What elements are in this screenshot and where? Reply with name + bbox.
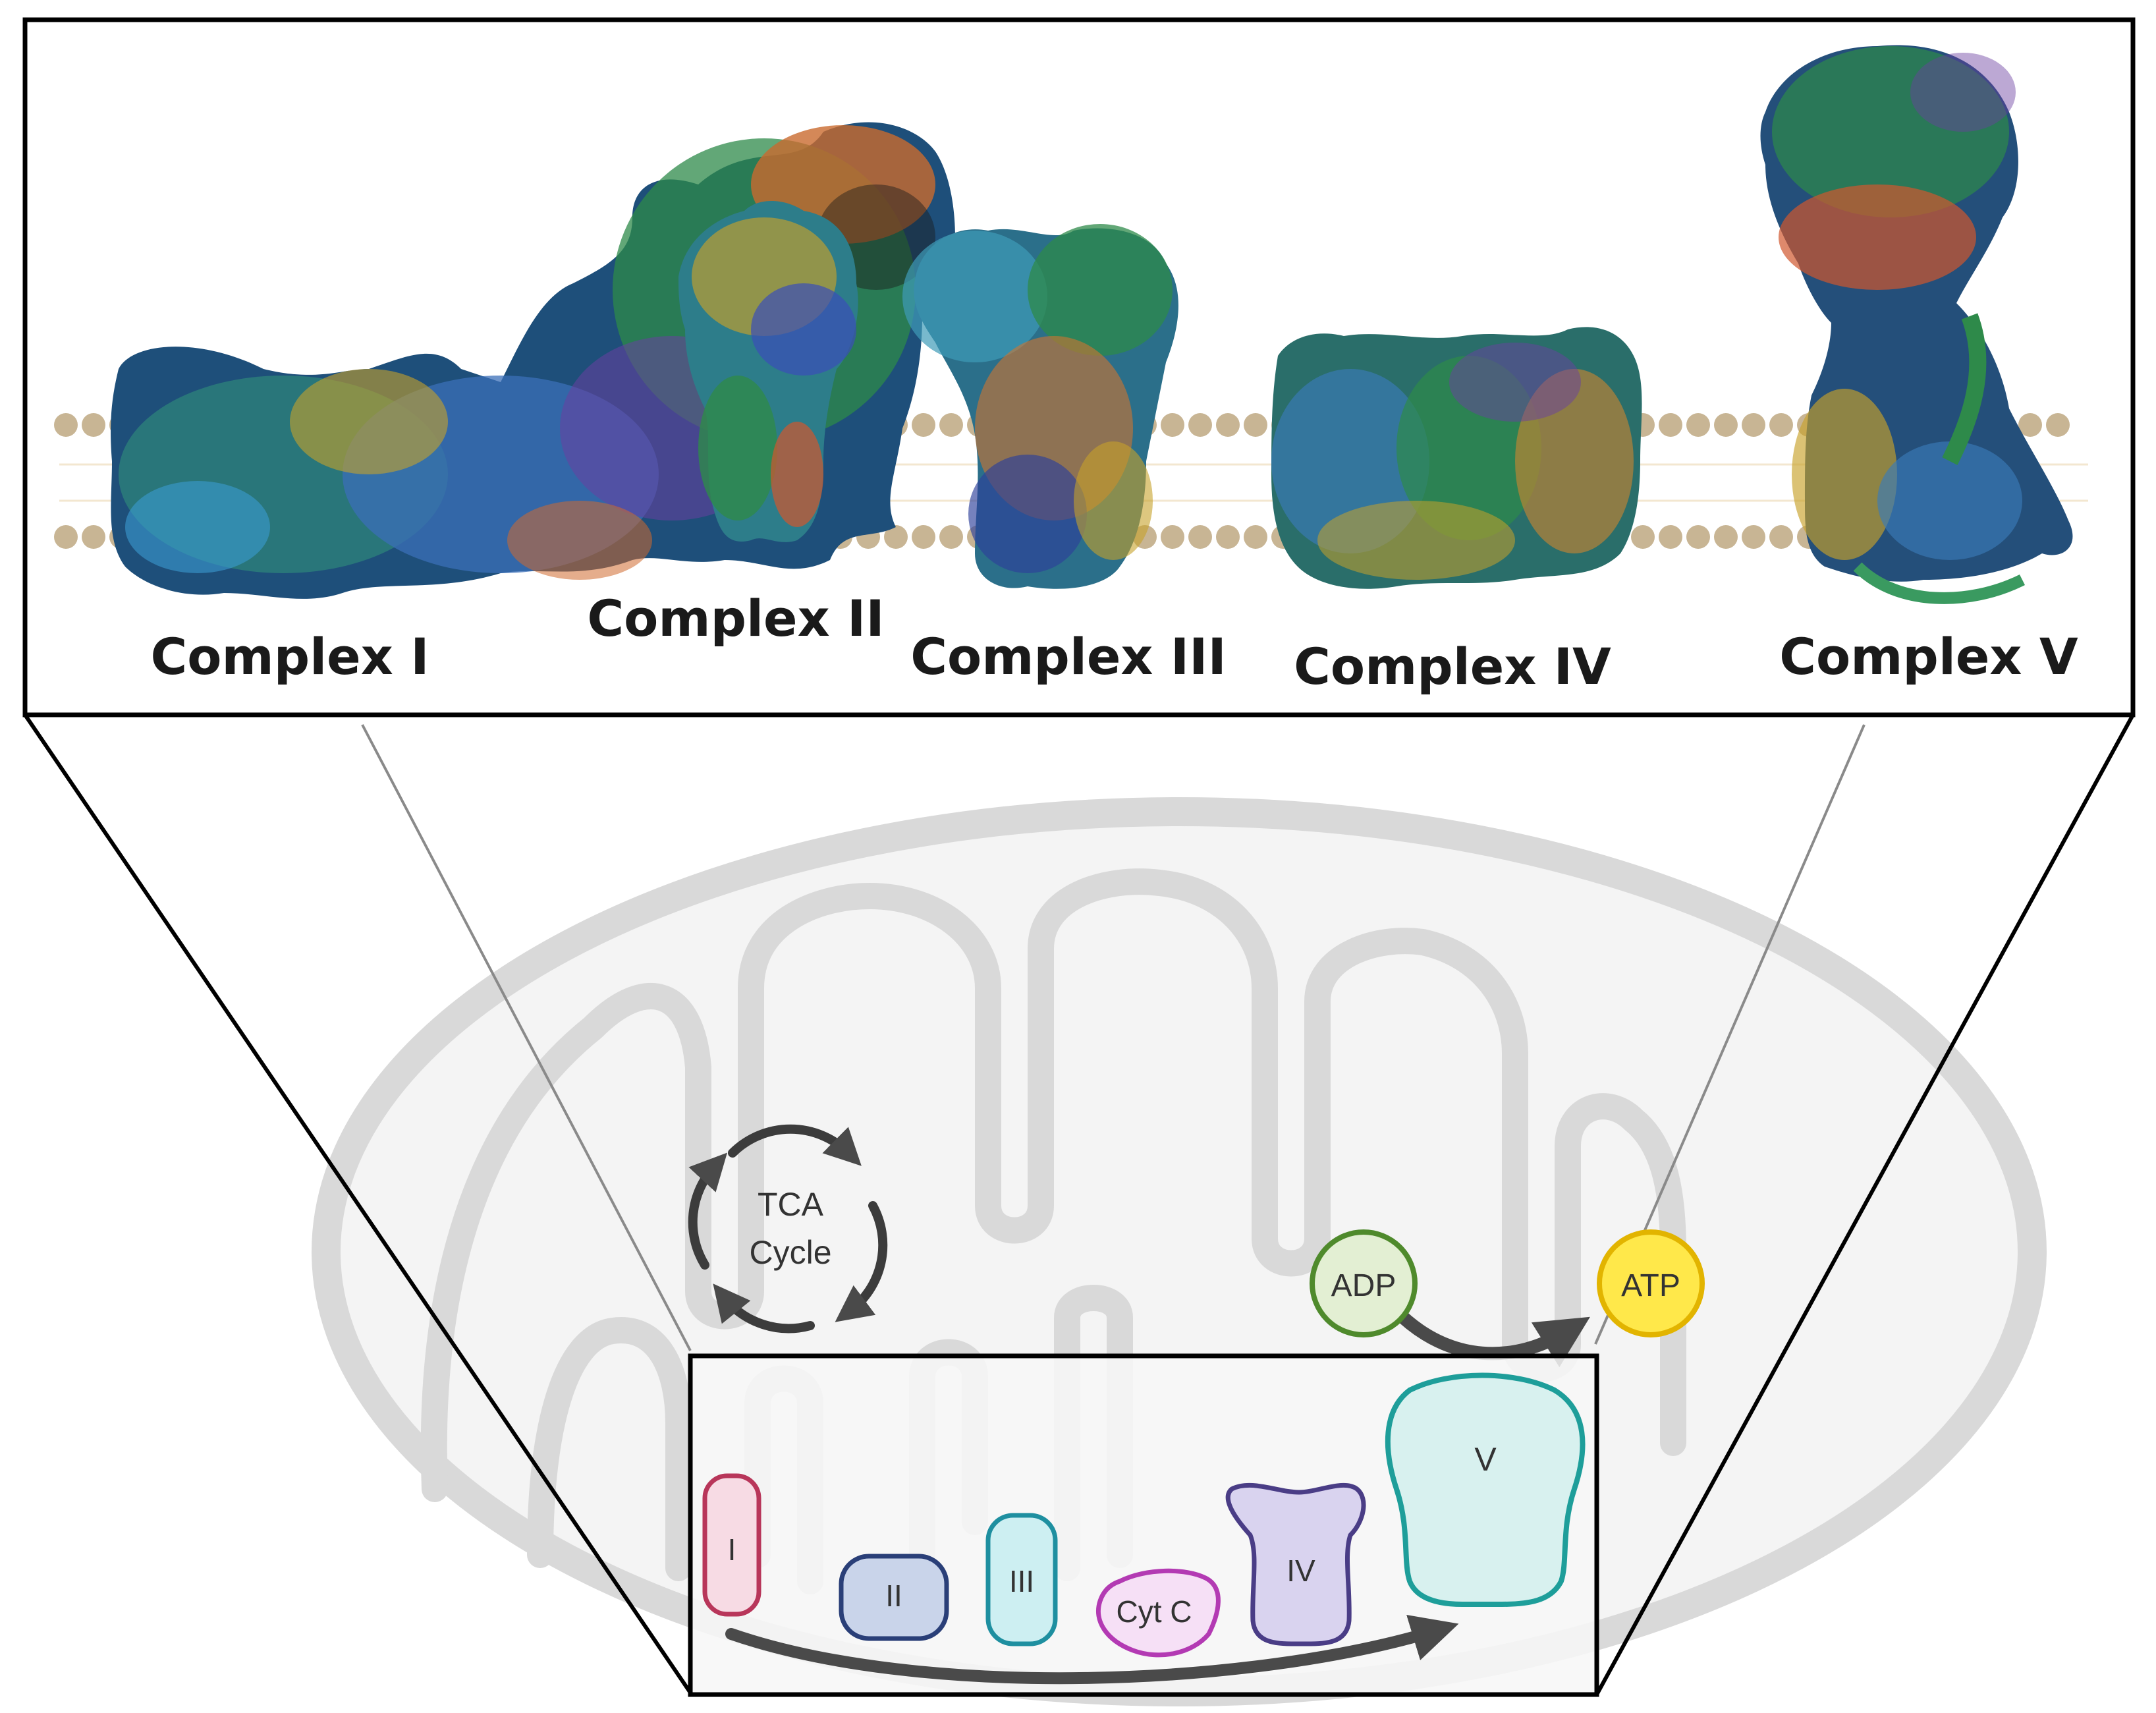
lipid-head xyxy=(1188,413,1212,437)
lipid-head xyxy=(82,525,105,549)
lipid-head xyxy=(1216,525,1240,549)
etc-cyt-c: Cyt C xyxy=(1095,1568,1221,1658)
adp-circle xyxy=(1310,1229,1418,1337)
lipid-head xyxy=(1188,525,1212,549)
lipid-head xyxy=(1631,525,1655,549)
etc-complex-iv: IV xyxy=(1225,1482,1366,1646)
tca-cycle: TCA Cycle xyxy=(688,1124,888,1334)
lipid-head xyxy=(1686,525,1710,549)
complex-iii-structure xyxy=(902,224,1178,589)
etc-complex-iv-label: IV xyxy=(1286,1554,1315,1588)
lipid-head xyxy=(1742,525,1765,549)
lipid-head xyxy=(1244,525,1267,549)
etc-complex-iii: III xyxy=(985,1513,1058,1646)
label-complex-v: Complex V xyxy=(1779,627,2078,686)
etc-complex-ii-label: II xyxy=(885,1579,902,1613)
lipid-head xyxy=(1216,413,1240,437)
etc-complex-iii-label: III xyxy=(1009,1564,1034,1598)
etc-complex-i-label: I xyxy=(728,1532,736,1567)
zoom-line-right-outer xyxy=(1595,714,2135,1696)
label-complex-ii: Complex II xyxy=(587,589,884,648)
etc-complex-v: V xyxy=(1385,1372,1586,1607)
etc-cyt-c-label: Cyt C xyxy=(1117,1594,1192,1629)
atp-label: ATP xyxy=(1621,1268,1680,1303)
tca-cycle-arrows xyxy=(688,1124,888,1334)
lipid-head xyxy=(1161,413,1184,437)
complex-ii-structure xyxy=(678,201,858,542)
lipid-head xyxy=(884,525,908,549)
lipid-head xyxy=(54,413,78,437)
atp-circle xyxy=(1597,1229,1705,1337)
complex-v-structure xyxy=(1760,45,2073,604)
lipid-head xyxy=(1659,413,1682,437)
lipid-head xyxy=(912,525,935,549)
lipid-head xyxy=(1714,413,1738,437)
tca-label-line1: TCA xyxy=(758,1186,824,1223)
lipid-head xyxy=(939,413,963,437)
lipid-head xyxy=(1769,525,1793,549)
lipid-head xyxy=(54,525,78,549)
label-complex-i: Complex I xyxy=(151,627,429,686)
zoom-line-complex-i xyxy=(361,724,692,1351)
lipid-head xyxy=(2018,413,2042,437)
lipid-head xyxy=(912,413,935,437)
etc-box: I II III Cyt C IV V xyxy=(688,1353,1599,1697)
lipid-head xyxy=(2046,413,2070,437)
label-complex-iv: Complex IV xyxy=(1294,637,1611,696)
lipid-head xyxy=(1742,413,1765,437)
etc-complex-i: I xyxy=(702,1473,761,1617)
lipid-head xyxy=(1244,413,1267,437)
tca-label-line2: Cycle xyxy=(749,1234,831,1271)
adp-atp-arrow xyxy=(1390,1305,1590,1368)
zoom-line-left-outer xyxy=(23,714,694,1696)
etc-complex-ii: II xyxy=(839,1554,949,1641)
lipid-head xyxy=(1161,525,1184,549)
electron-flow-arrow xyxy=(725,1614,1459,1685)
lipid-head xyxy=(1714,525,1738,549)
adp-label: ADP xyxy=(1331,1268,1396,1303)
lipid-head xyxy=(1686,413,1710,437)
lipid-head xyxy=(1769,413,1793,437)
label-complex-iii: Complex III xyxy=(910,627,1227,686)
lipid-head xyxy=(939,525,963,549)
complex-iv-structure xyxy=(1271,327,1642,589)
lipid-head xyxy=(1659,525,1682,549)
etc-complex-v-label: V xyxy=(1474,1441,1497,1478)
structures-panel: Complex I Complex II Complex III Complex… xyxy=(22,17,2136,717)
lipid-head xyxy=(82,413,105,437)
adp-to-atp: ADP ATP xyxy=(1310,1229,1705,1368)
